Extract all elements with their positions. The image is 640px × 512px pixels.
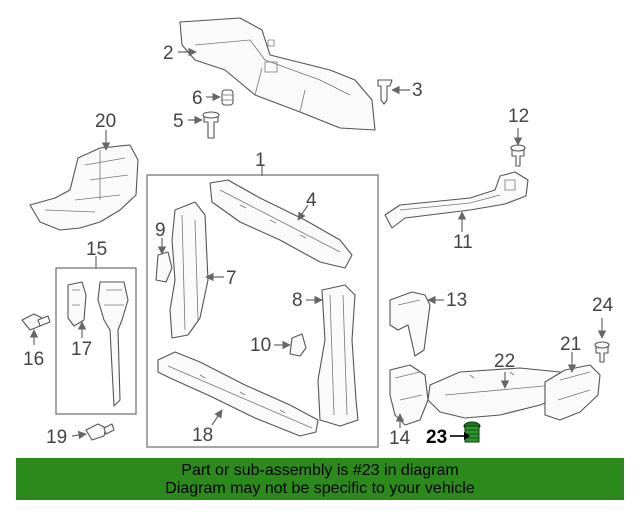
part-3-clip [377, 79, 393, 105]
banner-line-2: Diagram may not be specific to your vehi… [165, 480, 475, 497]
part-12-bolt [510, 144, 526, 167]
part-6-grommet [221, 89, 234, 106]
callout-24: 24 [592, 295, 614, 316]
part-24-bolt [594, 341, 610, 363]
callout-15: 15 [86, 239, 107, 260]
callout-19: 19 [46, 427, 67, 448]
part-10-bracket [289, 333, 307, 357]
callout-20: 20 [95, 111, 116, 132]
callout-labels: 1 2 3 4 5 6 7 8 9 10 11 12 13 14 15 16 1… [23, 43, 614, 449]
part-15-rod [97, 281, 129, 407]
callout-3: 3 [412, 80, 423, 101]
part-14-air-guide [389, 364, 429, 426]
part-17-bracket [67, 281, 87, 327]
callout-14: 14 [389, 428, 411, 449]
callout-21: 21 [560, 334, 581, 355]
part-4-upper-support [209, 179, 353, 269]
callout-10: 10 [250, 335, 271, 356]
part-info-banner: Part or sub-assembly is #23 in diagram D… [16, 458, 624, 500]
callout-5: 5 [173, 111, 184, 132]
part-11-brace [384, 171, 529, 229]
part-16-bolt [21, 313, 51, 331]
part-18-lower-support [157, 351, 319, 437]
part-8-right-support [317, 284, 359, 427]
part-19-bolt [85, 423, 115, 441]
callout-8: 8 [292, 290, 303, 311]
part-2-upper-cover [179, 17, 376, 131]
callout-1: 1 [255, 150, 266, 171]
callout-12: 12 [508, 106, 529, 127]
callout-17: 17 [71, 339, 92, 360]
callout-23: 23 [426, 427, 447, 448]
callout-16: 16 [23, 349, 44, 370]
part-22-under-cover [427, 367, 576, 419]
part-13-air-guide [389, 291, 431, 357]
callout-4: 4 [306, 190, 317, 211]
callout-11: 11 [453, 232, 473, 253]
part-9-bracket [155, 251, 173, 283]
callout-2: 2 [163, 43, 174, 64]
part-23-bolt-highlighted [463, 421, 481, 443]
part-5-bolt [202, 111, 220, 139]
banner-line-1: Part or sub-assembly is #23 in diagram [181, 462, 459, 479]
callout-13: 13 [446, 290, 467, 311]
callout-9: 9 [155, 220, 166, 241]
exploded-parts-diagram: 1 2 3 4 5 6 7 8 9 10 11 12 13 14 15 16 1… [21, 17, 614, 449]
callout-22: 22 [494, 351, 515, 372]
callout-7: 7 [226, 268, 237, 289]
leader-lines [29, 47, 607, 440]
part-20-deflector [29, 144, 139, 231]
callout-18: 18 [192, 425, 213, 446]
part-7-left-support [169, 201, 209, 339]
callout-6: 6 [192, 88, 203, 109]
